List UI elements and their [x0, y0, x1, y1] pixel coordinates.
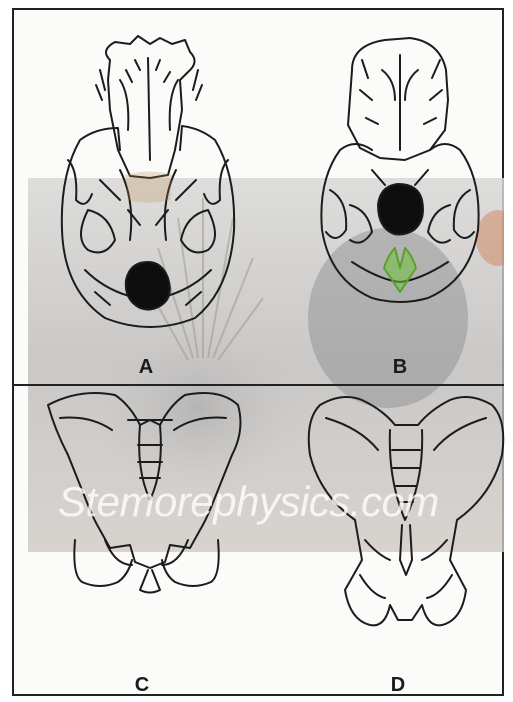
occipital-highlight-b — [384, 248, 416, 292]
foramen-magnum-a — [126, 262, 170, 310]
panel-label-a: A — [126, 356, 166, 379]
panel-label-b: B — [380, 356, 420, 379]
panel-label-d: D — [378, 674, 418, 697]
panel-label-c: C — [122, 674, 162, 697]
watermark: Stemorephysics.com — [58, 478, 439, 526]
foramen-magnum-b — [378, 184, 423, 235]
sepia-tint-a — [125, 172, 172, 203]
skull-b-drawing — [321, 38, 478, 302]
panel-divider — [12, 384, 504, 386]
